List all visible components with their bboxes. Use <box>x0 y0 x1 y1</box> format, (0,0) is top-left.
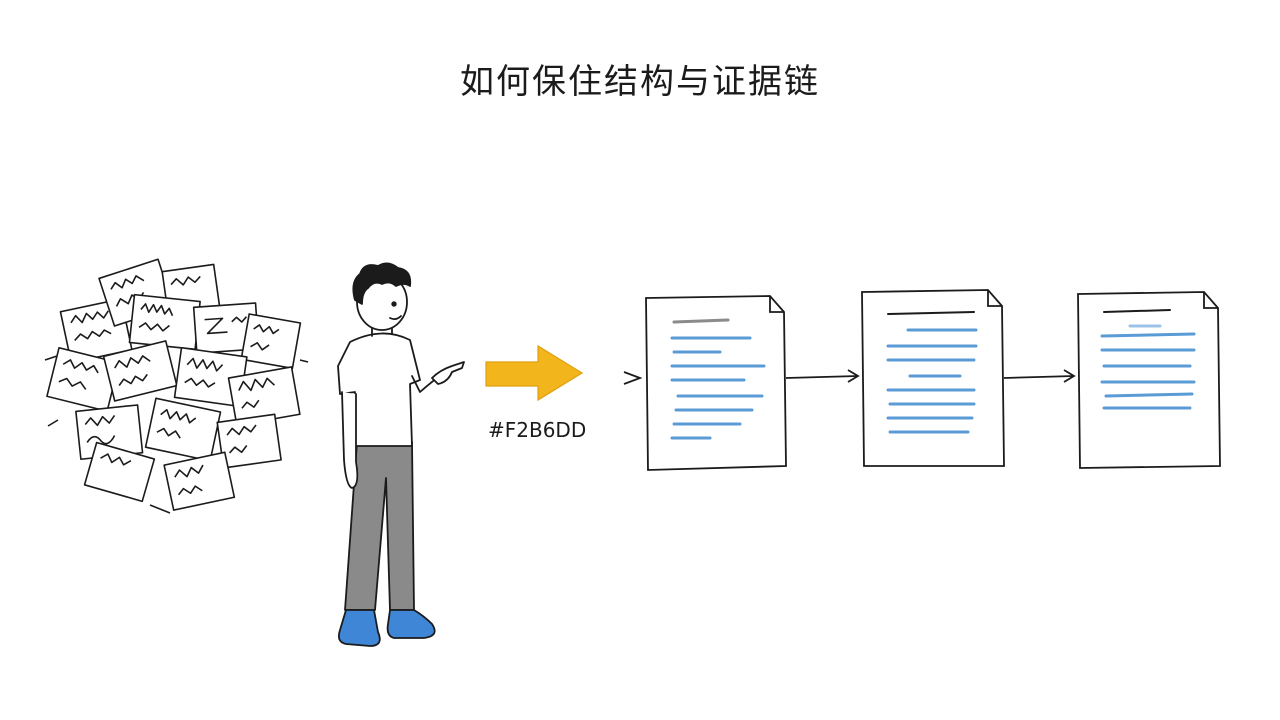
note-sheet <box>46 346 120 413</box>
scattered-notes-pile-icon <box>44 258 309 514</box>
note-sheet <box>102 340 178 402</box>
document-page-icon <box>1077 291 1221 469</box>
connector-arrow <box>785 369 860 383</box>
note-sheet <box>75 404 144 461</box>
note-sheet <box>240 313 302 370</box>
person-eye <box>391 301 397 307</box>
note-sheet <box>144 397 222 462</box>
person-left-shoe <box>337 609 381 647</box>
chevron-right-icon <box>623 371 643 385</box>
person-right-shoe <box>386 609 436 639</box>
document-page-icon <box>645 295 787 471</box>
person-pointing-hand <box>431 361 465 385</box>
note-sheet <box>163 451 236 511</box>
person-pointing-icon <box>337 262 465 647</box>
person-hair <box>352 262 412 305</box>
yellow-arrow-icon <box>485 344 584 402</box>
connector-arrow <box>1003 369 1076 383</box>
person-left-arm <box>341 391 359 489</box>
note-sheet <box>216 413 282 469</box>
page-title: 如何保住结构与证据链 <box>460 62 820 102</box>
person-mouth <box>389 315 402 321</box>
note-scribble <box>44 355 309 514</box>
arrow-caption: #F2B6DD <box>488 418 587 442</box>
note-sheet <box>128 293 201 351</box>
document-page-icon <box>861 289 1005 467</box>
note-sheet <box>83 441 156 503</box>
